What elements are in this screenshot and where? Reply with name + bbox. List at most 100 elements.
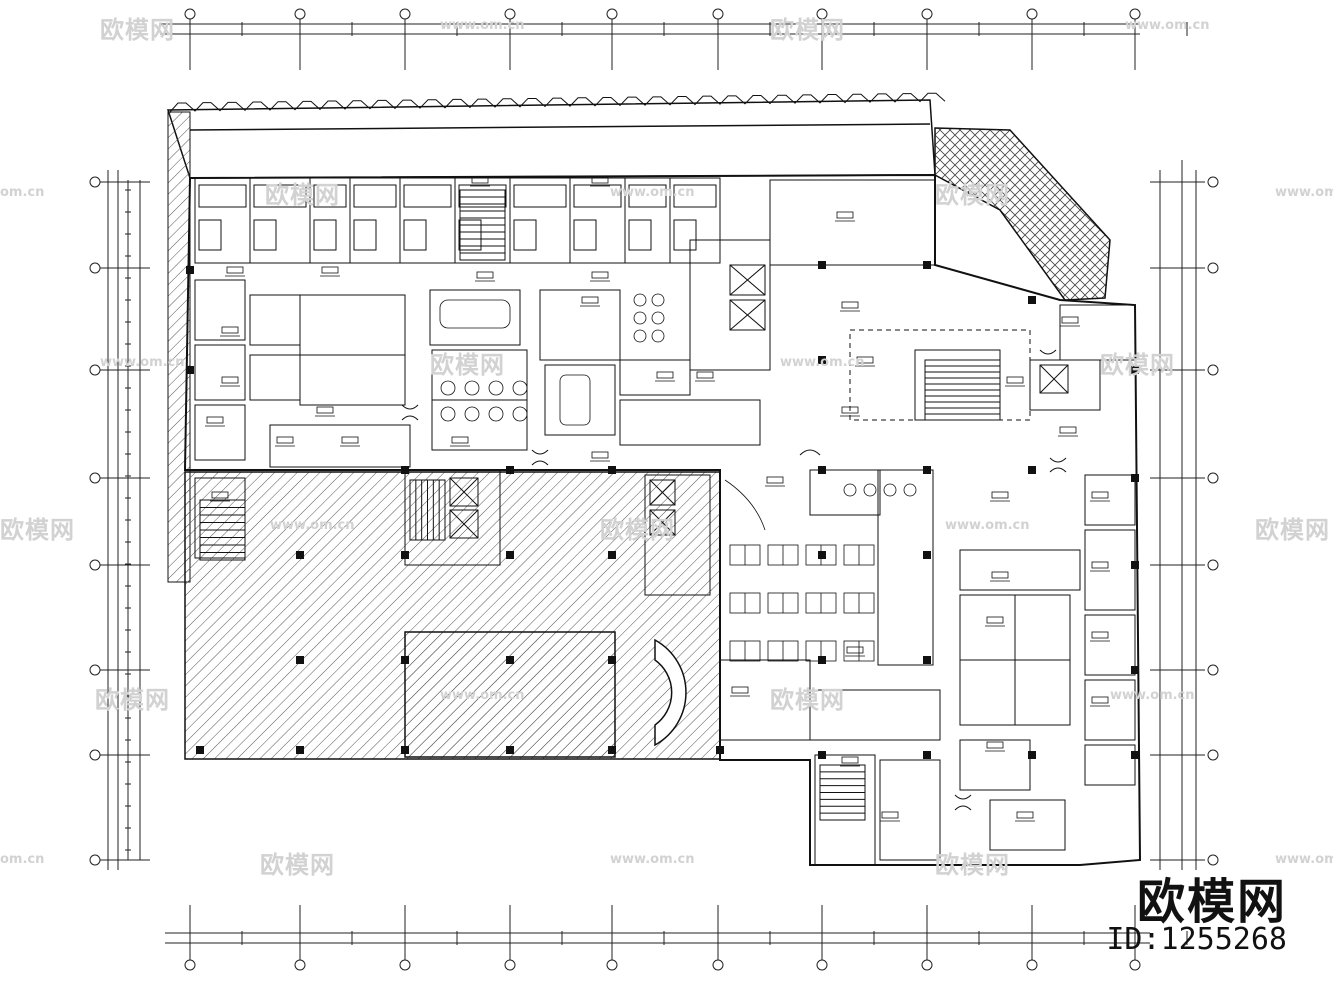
column [506,466,514,474]
axis-bubble [504,8,516,20]
room-tag [836,211,854,219]
room-tag [206,416,224,424]
axis-bubble [712,959,724,971]
room-tag [846,646,864,654]
watermark-logo: 欧模网 [260,851,335,879]
room-bath [403,219,427,251]
column [1131,666,1139,674]
column [506,746,514,754]
column [296,551,304,559]
axis-bubble [921,8,933,20]
column [716,746,724,754]
watermark-logo: 欧模网 [935,181,1010,209]
room-bath [353,219,377,251]
axis-bubble [89,664,101,676]
watermark-url: www.om.cn [270,518,355,533]
watermark-url: www.om.cn [1125,18,1210,33]
conference-table [559,374,591,426]
room-tag [276,436,294,444]
structural-columns [186,261,1139,759]
column [296,746,304,754]
axis-bubble [89,176,101,188]
axis-bubble [399,8,411,20]
guest-room-strip [194,177,721,264]
room-tag [476,271,494,279]
axis-bubble [606,8,618,20]
column [608,746,616,754]
axis-bubble [89,854,101,866]
room-tag [221,376,239,384]
axis-bubble [294,8,306,20]
column [1131,366,1139,374]
round-table [488,380,504,396]
column [818,656,826,664]
bottom-dimension-lines [165,905,1188,960]
room-tag [316,406,334,414]
axis-bubble [1207,364,1219,376]
watermark-logo: 欧模网 [600,516,675,544]
watermark-url: www.om.cn [440,18,525,33]
room-tag [991,571,1009,579]
stair-cores [199,189,1001,821]
column [1131,474,1139,482]
column [818,751,826,759]
column [296,656,304,664]
room-tag [1091,696,1109,704]
room-tag [1091,491,1109,499]
axis-bubble [399,959,411,971]
column [1028,296,1036,304]
room-tag [1016,811,1034,819]
round-table [464,380,480,396]
lounge-chair [633,311,647,325]
column [1028,466,1036,474]
hatched-retail-zones [184,471,721,760]
watermark-logo: 欧模网 [935,851,1010,879]
column [1028,751,1036,759]
elevator-shafts [449,264,1069,539]
watermark-url: www.om.cn [440,688,525,703]
lounge-chair [883,483,897,497]
north-corridor [166,92,946,179]
room-bed [403,184,452,208]
room-tag [841,301,859,309]
watermark-logo: 欧模网 [100,16,175,44]
room-tag [221,326,239,334]
lounge-chair [651,329,665,343]
watermark-logo: 欧模网 [430,351,505,379]
room-tag [581,296,599,304]
column [1131,561,1139,569]
column [186,366,194,374]
axis-bubble [504,959,516,971]
axis-bubble [89,364,101,376]
guest-room [669,177,721,264]
room-tag [591,451,609,459]
watermark-url: om.cn [0,185,45,200]
room-tag [696,371,714,379]
round-table [488,406,504,422]
column [818,261,826,269]
lounge-chair [903,483,917,497]
axis-bubble [816,959,828,971]
axis-bubble [1207,262,1219,274]
room-bath [253,219,277,251]
watermark-logo: 欧模网 [265,181,340,209]
axis-bubble [816,8,828,20]
lounge-chair [843,483,857,497]
room-tags [205,176,1110,822]
axis-bubble [89,749,101,761]
axis-bubble [1207,749,1219,761]
door-swings [401,349,1067,811]
column [923,656,931,664]
room-tag [856,356,874,364]
watermark-logo: 欧模网 [0,516,75,544]
room-tag [841,406,859,414]
room-tag [591,176,609,184]
room-tag [986,741,1004,749]
room-bath [198,219,222,251]
north-east-bay [934,127,1111,301]
room-bed [198,184,247,208]
column [401,656,409,664]
curved-stair [654,638,687,747]
round-table [512,406,528,422]
